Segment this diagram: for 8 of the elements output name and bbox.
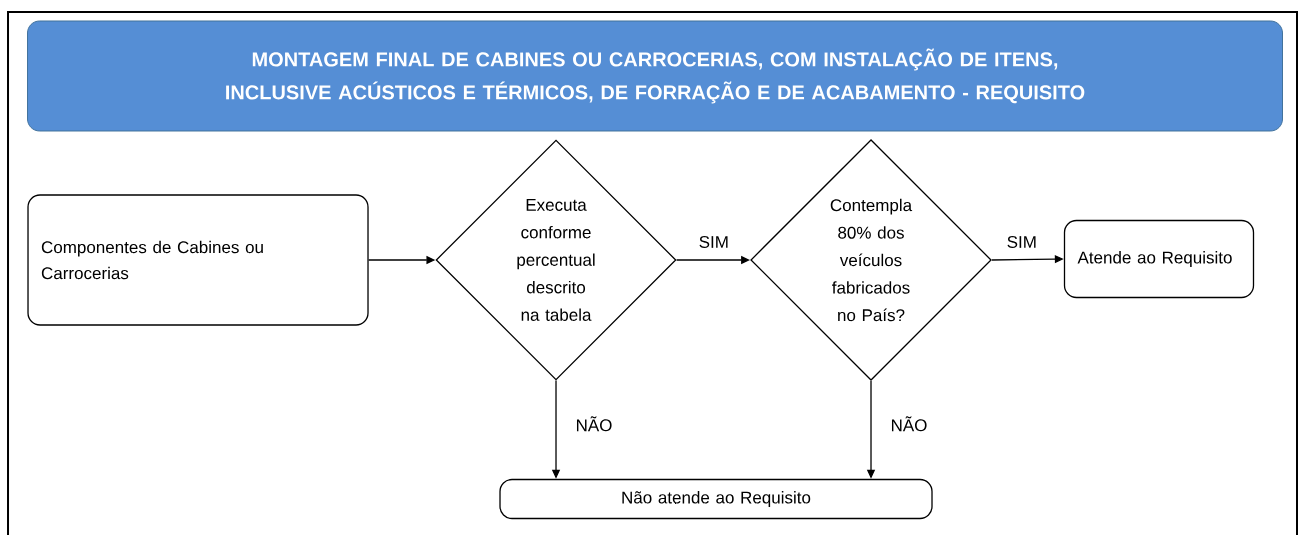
edge-label: NÃO [574, 415, 614, 433]
edge-label: NÃO [889, 415, 929, 433]
edge-label: SIM [1005, 234, 1038, 249]
process-box: Não atende ao Requisito [499, 478, 933, 520]
edge-label: SIM [697, 234, 730, 249]
process-box: Componentes de Cabines ou Carrocerias [27, 194, 369, 326]
title-banner: MONTAGEM FINAL DE CABINES OU CARROCERIAS, COM INSTALAÇÃO DE ITENS, INCLUSIVE ACÚSTICOS E TÉRMICOS, DE FORRAÇÃO E DE ACABAMENTO - REQUISITO [27, 20, 1283, 132]
process-box: Atende ao Requisito [1063, 219, 1255, 299]
